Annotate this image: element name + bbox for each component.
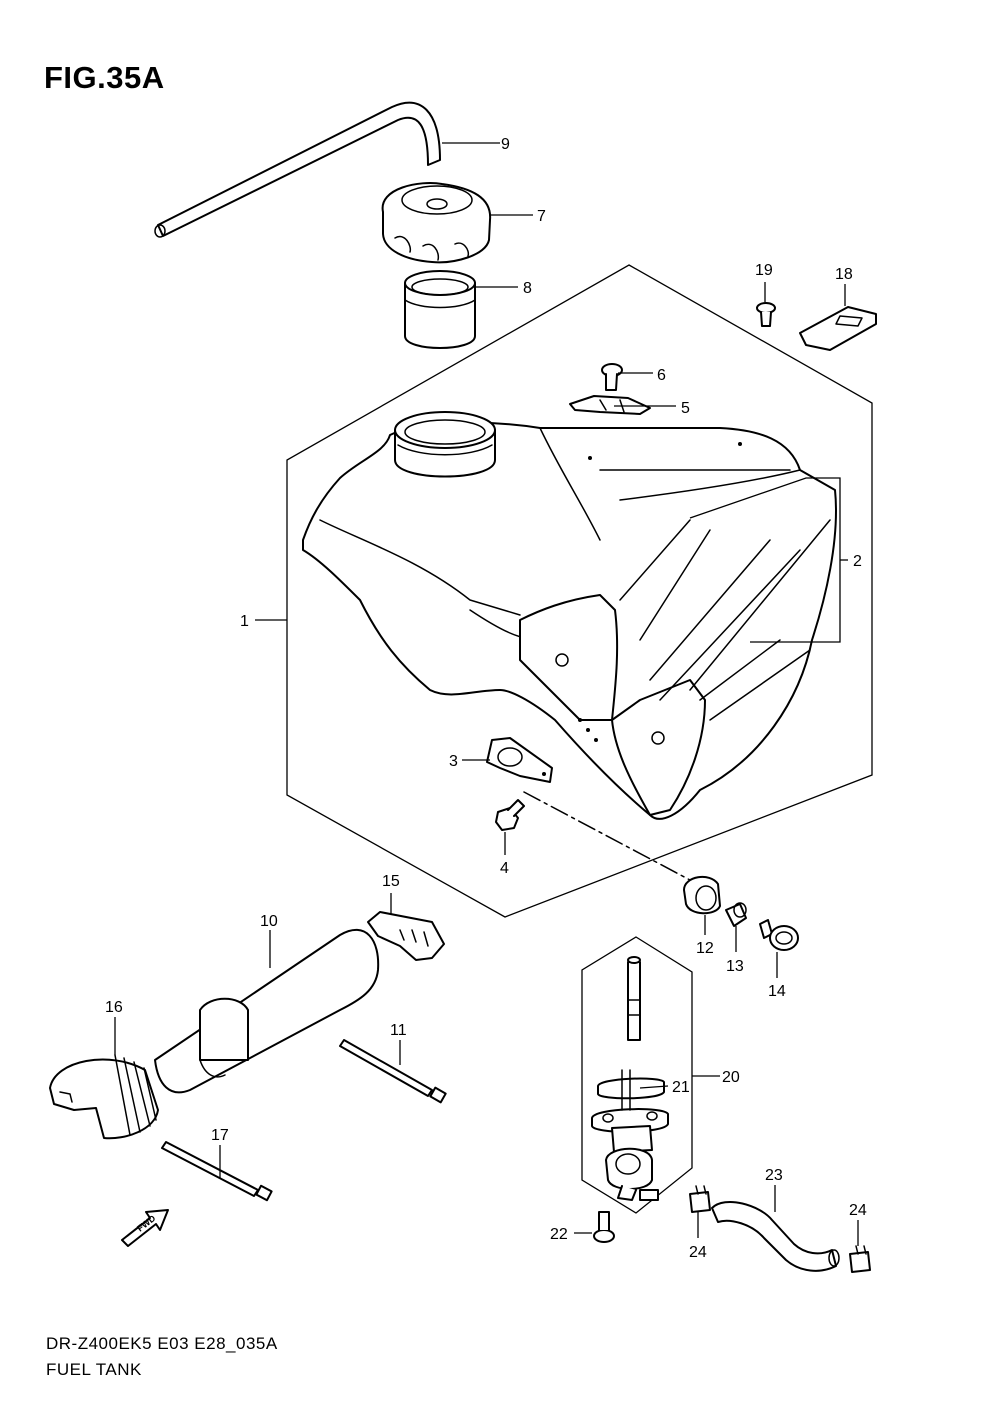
collar-13-part[interactable]: [725, 902, 747, 927]
callout-3: 3: [449, 753, 458, 770]
callout-7: 7: [537, 208, 546, 225]
pad-15-part[interactable]: [367, 911, 445, 961]
callout-24a: 24: [689, 1244, 707, 1261]
fuel-cap-part[interactable]: [381, 182, 492, 264]
screw-22-part[interactable]: [593, 1211, 615, 1243]
callout-22: 22: [550, 1226, 568, 1243]
model-code: DR-Z400EK5 E03 E28_035A: [46, 1334, 278, 1353]
callout-20: 20: [722, 1069, 740, 1086]
callout-2: 2: [853, 553, 862, 570]
cushion-16-part[interactable]: [49, 1054, 159, 1140]
callout-4: 4: [500, 860, 509, 877]
screw-6-part[interactable]: [601, 363, 623, 391]
clip-24a-part[interactable]: [689, 1185, 711, 1213]
bracket-3-part[interactable]: [486, 737, 553, 783]
callout-24b: 24: [849, 1202, 867, 1219]
callout-14: 14: [768, 983, 786, 1000]
screw-19-part[interactable]: [756, 302, 776, 327]
callouts: 9 7 8 19 18 6 5 1 2 3 4 15 10 12 13 14 1…: [105, 136, 867, 1261]
callout-21: 21: [672, 1079, 690, 1096]
grommet-12-part[interactable]: [683, 875, 721, 915]
callout-8: 8: [523, 280, 532, 297]
protector-10-part[interactable]: [154, 929, 380, 1094]
callout-12: 12: [696, 940, 714, 957]
forward-arrow-icon: FWD: [121, 1209, 169, 1247]
callout-1: 1: [240, 613, 249, 630]
callout-16: 16: [105, 999, 123, 1016]
figure-name: FUEL TANK: [46, 1360, 142, 1379]
petcock-20-part[interactable]: [591, 956, 669, 1201]
bracket-5-part[interactable]: [569, 395, 651, 415]
callout-18: 18: [835, 266, 853, 283]
callout-11: 11: [390, 1022, 407, 1039]
breather-hose-part[interactable]: [154, 101, 441, 238]
cable-tie-17-part[interactable]: [161, 1141, 273, 1202]
tank-assembly-outline: [286, 264, 873, 918]
callout-17: 17: [211, 1127, 229, 1144]
cable-tie-11-part[interactable]: [339, 1039, 447, 1104]
callout-13: 13: [726, 958, 744, 975]
callout-19: 19: [755, 262, 773, 279]
callout-9: 9: [501, 136, 510, 153]
callout-5: 5: [681, 400, 690, 417]
clip-24b-part[interactable]: [849, 1245, 871, 1273]
callout-15: 15: [382, 873, 400, 890]
callout-6: 6: [657, 367, 666, 384]
callout-10: 10: [260, 913, 278, 930]
bolt-4-part[interactable]: [495, 799, 525, 831]
clamp-18-part[interactable]: [799, 306, 877, 351]
leader-lines: [114, 142, 859, 1246]
filler-ring-part[interactable]: [404, 270, 476, 349]
figure-title: FIG.35A: [44, 60, 165, 95]
bolt-14-part[interactable]: [759, 919, 799, 951]
callout-23: 23: [765, 1167, 783, 1184]
fuel-tank-part[interactable]: [302, 411, 837, 820]
petcock-assembly-outline: [581, 936, 693, 1214]
fuel-hose-23-part[interactable]: [711, 1201, 840, 1272]
